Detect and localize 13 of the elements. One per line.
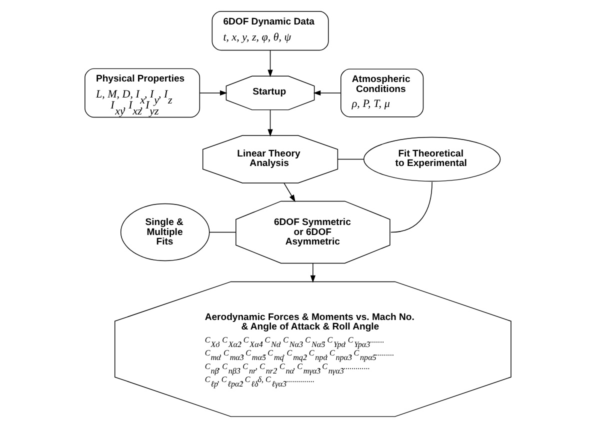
node-ellipse: Single & Multiple Fits — [120, 203, 210, 262]
arrow — [312, 90, 341, 96]
connector — [337, 158, 364, 160]
node-box: 6DOF Dynamic Data t, x, y, z, φ, θ, ψ — [211, 10, 328, 51]
connector — [390, 182, 432, 233]
connector — [208, 232, 236, 233]
arrow — [267, 110, 272, 137]
arrow — [198, 90, 227, 96]
arrow — [267, 50, 272, 78]
arrow — [310, 262, 315, 283]
node-ellipse: Fit Theoretical to Experimental — [362, 136, 500, 182]
node-box: Atmospheric Conditions ρ, P, T, μ — [340, 68, 424, 118]
arrow — [283, 182, 295, 202]
